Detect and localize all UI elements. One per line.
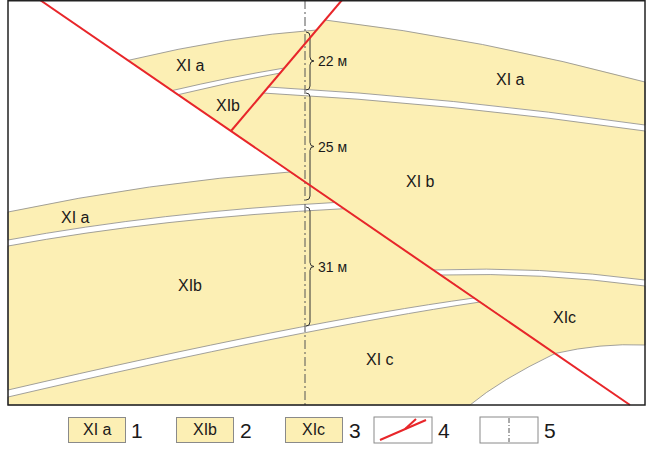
legend-number: 1 — [131, 420, 143, 441]
legend-swatch-label: XIc — [302, 422, 325, 438]
fault-line — [40, 0, 630, 405]
thickness-label: 31 м — [318, 260, 347, 274]
legend-number: 5 — [544, 420, 556, 441]
layer-label: XIc — [553, 310, 576, 326]
axis-line — [305, 0, 306, 405]
layer-label: XIb — [178, 278, 202, 294]
thickness-label: 25 м — [318, 140, 347, 154]
layer-label: XI b — [406, 174, 434, 190]
layer-label: XI a — [176, 58, 204, 74]
layer-band — [8, 302, 555, 405]
layer-label: XI c — [366, 352, 394, 368]
thickness-bracket — [306, 207, 314, 326]
layer-label: XI a — [496, 72, 524, 88]
legend-number: 3 — [349, 420, 361, 441]
legend-swatch-label: XI a — [83, 422, 111, 438]
legend-number: 2 — [240, 420, 252, 441]
legend-symbols — [374, 417, 538, 443]
layer-label: XI a — [61, 210, 89, 226]
thickness-label: 22 м — [318, 54, 347, 68]
layer-label: XIb — [216, 98, 240, 114]
legend-number: 4 — [438, 420, 450, 441]
legend-swatch-label: XIb — [193, 422, 217, 438]
section-frame — [8, 1, 645, 405]
